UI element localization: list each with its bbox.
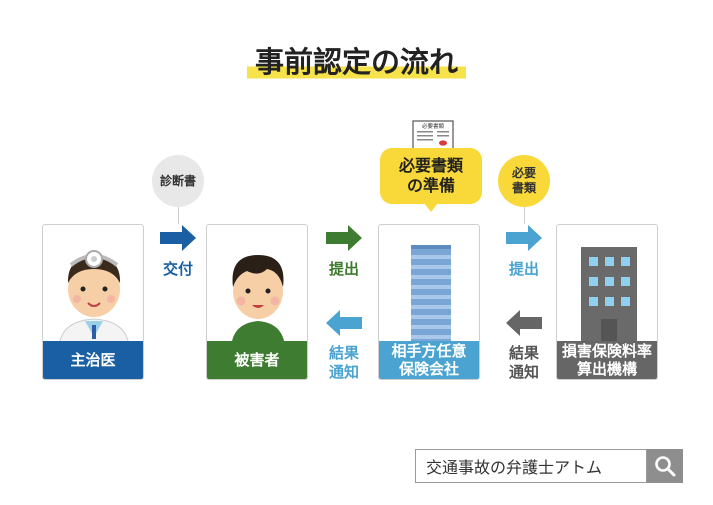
search-text: 交通事故の弁護士アトム [426, 458, 603, 477]
arrow-right-icon [506, 225, 542, 251]
insurer-label-text: 相手方任意 保険会社 [391, 342, 467, 378]
diagnosis-badge: 診断書 [152, 155, 204, 207]
search-box[interactable]: 交通事故の弁護士アトム [415, 449, 647, 483]
rating-org-card: 損害保険料率 算出機構 [556, 224, 658, 380]
required-docs-connector [524, 205, 525, 224]
rating-org-label-text: 損害保険料率 算出機構 [561, 342, 652, 378]
diagnosis-badge-text: 診断書 [159, 173, 196, 188]
diagnosis-connector [178, 205, 179, 224]
required-docs-badge-text: 必要 書類 [511, 166, 536, 195]
deliver-label: 交付 [162, 260, 193, 278]
magnifier-icon [655, 456, 676, 477]
submit-label-2: 提出 [508, 260, 539, 278]
office-building-icon [411, 245, 451, 345]
arrow-right-icon [326, 225, 362, 251]
search-button[interactable] [647, 449, 683, 483]
document-icon-title: 必要書類 [422, 122, 445, 130]
arrow-left-icon [326, 310, 362, 336]
victim-label-text: 被害者 [234, 351, 280, 369]
prep-bubble: 必要書類 の準備 [380, 148, 482, 204]
page-title: 事前認定の流れ [0, 44, 713, 80]
doctor-label: 主治医 [43, 341, 143, 379]
rating-org-label: 損害保険料率 算出機構 [557, 341, 657, 379]
arrow-left-icon [506, 310, 542, 336]
prep-bubble-tail [424, 203, 438, 212]
notify-label-2: 結果 通知 [508, 344, 539, 381]
document-icon: 必要書類 [412, 120, 454, 150]
victim-label: 被害者 [207, 341, 307, 379]
submit-label-1: 提出 [328, 260, 359, 278]
victim-icon [231, 255, 285, 347]
prep-bubble-text: 必要書類 の準備 [398, 156, 463, 195]
page-title-text: 事前認定の流れ [246, 44, 466, 80]
notify-label-1: 結果 通知 [328, 344, 359, 381]
insurer-card: 相手方任意 保険会社 [378, 224, 480, 380]
victim-card: 被害者 [206, 224, 308, 380]
doctor-label-text: 主治医 [70, 351, 116, 369]
doctor-icon [58, 250, 130, 348]
building-icon [581, 247, 637, 345]
doctor-card: 主治医 [42, 224, 144, 380]
required-docs-badge: 必要 書類 [498, 155, 550, 207]
arrow-right-icon [160, 225, 196, 251]
insurer-label: 相手方任意 保険会社 [379, 341, 479, 379]
